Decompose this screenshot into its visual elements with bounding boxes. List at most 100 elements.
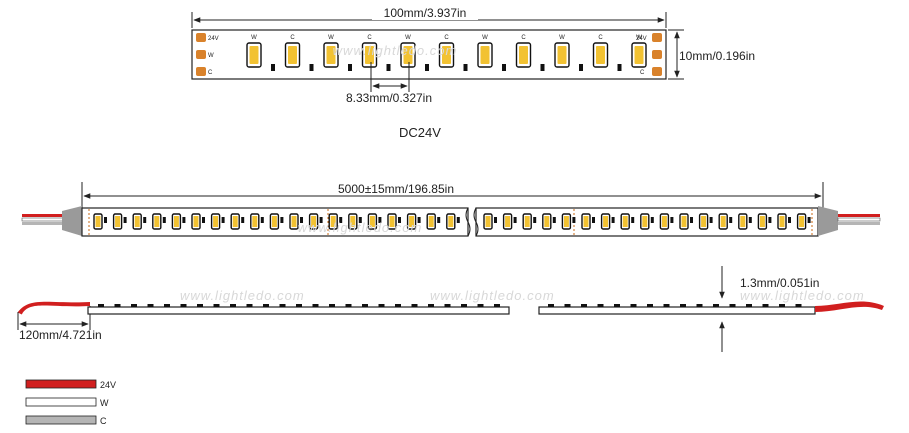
led-mark-label: W <box>328 35 334 41</box>
side-component <box>581 304 587 307</box>
side-component <box>795 304 802 307</box>
end-cap-left <box>62 206 82 236</box>
pitch-label: 8.33mm/0.327in <box>346 91 432 105</box>
resistor <box>748 217 752 223</box>
side-profile-left <box>87 306 510 315</box>
top-view: 100mm/3.937in 24V W C 24V W C WCWCWCWCWC… <box>191 6 755 140</box>
resistor <box>280 217 284 223</box>
full-length-label: 5000±15mm/196.85in <box>338 182 454 196</box>
led-chip <box>596 46 605 64</box>
resistor <box>104 217 107 223</box>
led-chip <box>389 216 395 227</box>
left-end-cap <box>21 206 82 236</box>
resistor <box>611 217 615 223</box>
resistor <box>358 217 362 223</box>
side-component <box>746 304 752 307</box>
led-chip <box>326 46 336 64</box>
watermark-side-left: www.lightledo.com <box>180 288 305 303</box>
led-mark-label: W <box>405 35 411 41</box>
side-component <box>213 304 220 307</box>
led-chip <box>249 46 259 64</box>
led-chip <box>311 216 317 227</box>
resistor <box>398 217 401 223</box>
led-chip <box>428 216 434 227</box>
resistor <box>425 64 429 71</box>
pad-label-24v-right: 24V <box>636 36 647 42</box>
led-chip <box>95 216 101 227</box>
wire-c-right <box>838 222 880 225</box>
led-chip <box>759 216 765 227</box>
left-pads: 24V W C <box>196 33 219 76</box>
led-chip <box>291 216 297 227</box>
resistor <box>463 64 468 71</box>
side-profile-right <box>538 306 816 315</box>
resistor <box>271 64 275 71</box>
led-chip <box>681 216 687 227</box>
resistor <box>807 217 811 223</box>
led-chip <box>252 216 258 227</box>
side-view: 120mm/4.721in 1.3mm/0.051in www.lightled… <box>17 266 884 352</box>
pad-w-left <box>196 50 206 59</box>
resistor <box>348 64 352 71</box>
pad-label-w-left: W <box>208 53 214 59</box>
pad-c-left <box>196 67 206 76</box>
resistor <box>690 217 693 223</box>
side-component <box>312 304 319 307</box>
side-component <box>548 304 554 307</box>
led-chip <box>409 216 415 227</box>
full-view: 5000±15mm/196.85in www.lightledo.com <box>21 182 881 237</box>
side-component <box>296 304 302 307</box>
side-component <box>494 304 500 307</box>
side-component <box>197 304 203 307</box>
side-component <box>779 304 785 307</box>
led-chip <box>661 216 667 227</box>
legend-swatch-w <box>25 397 97 407</box>
side-component <box>279 304 286 307</box>
led-mark-label: C <box>598 35 603 41</box>
led-mark-label: C <box>367 35 372 41</box>
side-component <box>597 304 604 307</box>
wire-24v-left <box>22 214 68 217</box>
resistor <box>670 217 674 223</box>
side-wire-left <box>18 301 90 314</box>
resistor <box>123 217 127 223</box>
resistor <box>768 217 772 223</box>
side-component <box>477 304 484 307</box>
pad-label-24v-left: 24V <box>208 36 219 42</box>
led-mark-label: C <box>290 35 295 41</box>
resistor <box>309 64 314 71</box>
side-component <box>713 304 719 307</box>
led-chip <box>288 46 297 64</box>
resistor <box>162 217 166 223</box>
watermark-side-right: www.lightledo.com <box>740 288 865 303</box>
pad-w-right <box>652 50 662 59</box>
side-component <box>762 304 769 307</box>
break-mark-right <box>473 207 479 237</box>
side-component <box>461 304 467 307</box>
led-chip <box>403 46 413 64</box>
led-chip <box>622 216 628 227</box>
resistor <box>300 217 303 223</box>
led-chip <box>519 46 528 64</box>
led-chip <box>563 216 569 227</box>
led-chip <box>740 216 746 227</box>
led-chip <box>448 216 454 227</box>
resistor <box>143 217 147 223</box>
resistor <box>182 217 186 223</box>
side-component <box>411 304 418 307</box>
led-mark-label: W <box>559 35 565 41</box>
led-chip <box>524 216 530 227</box>
led-chip <box>213 216 219 227</box>
side-component <box>131 304 137 307</box>
led-mark-label: C <box>521 35 526 41</box>
break-mark-left <box>465 207 471 237</box>
legend-label-24v: 24V <box>100 380 116 390</box>
resistor <box>417 217 421 223</box>
led-chip <box>485 216 491 227</box>
led-chip <box>232 216 238 227</box>
pad-label-c-left: C <box>208 70 213 76</box>
resistor <box>533 217 537 223</box>
resistor <box>579 64 583 71</box>
